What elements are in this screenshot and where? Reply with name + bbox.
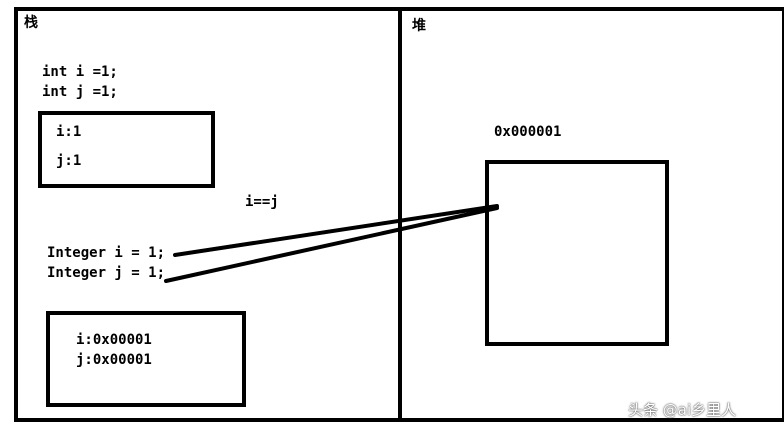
stack-heap-divider xyxy=(398,9,402,419)
reference-values-box: i:0x00001 j:0x00001 xyxy=(46,311,246,407)
heap-title: 堆 xyxy=(412,18,426,34)
integer-code-line-1: Integer i = 1; xyxy=(47,245,166,261)
heap-object-box xyxy=(485,160,669,346)
reference-value-i: i:0x00001 xyxy=(76,332,152,348)
primitive-value-i: i:1 xyxy=(56,124,82,140)
primitive-code-line-1: int i =1; xyxy=(42,64,118,80)
primitive-value-j: j:1 xyxy=(56,153,82,169)
reference-value-j: j:0x00001 xyxy=(76,352,152,368)
primitive-values-box: i:1 j:1 xyxy=(38,111,215,188)
comparison-label: i==j xyxy=(245,194,279,210)
primitive-code-line-2: int j =1; xyxy=(42,84,118,100)
integer-code-line-2: Integer j = 1; xyxy=(47,265,166,281)
heap-address-label: 0x000001 xyxy=(494,124,562,140)
stack-title: 栈 xyxy=(24,15,38,31)
watermark: 头条 @ai乡里人 xyxy=(628,401,737,419)
